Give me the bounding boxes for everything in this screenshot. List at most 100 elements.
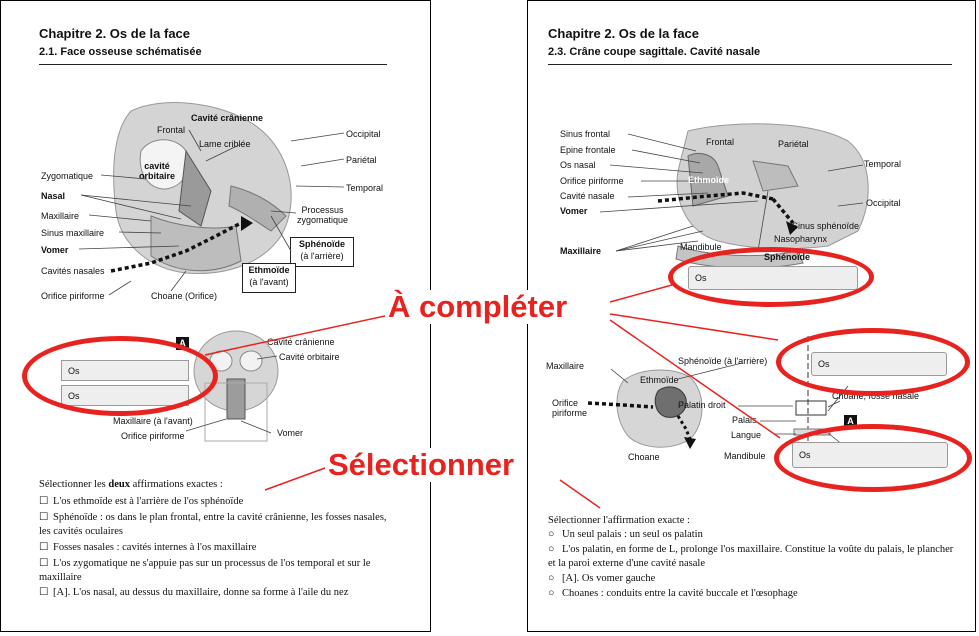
label-d2-r-mandibule: Mandibule [724,451,766,461]
label-r-occipital: Occipital [866,198,901,208]
label-d2-orifice: Orifice piriforme [121,431,185,441]
label-d2-r-sphenoide: Sphénoïde (à l'arrière) [678,356,768,366]
right-page-subtitle: 2.3. Crâne coupe sagittale. Cavité nasal… [548,46,761,58]
highlight-ellipse-right-bottom [774,424,972,492]
left-page-subtitle: 2.1. Face osseuse schématisée [39,46,202,58]
label-d2-maxillaire: Maxillaire (à l'avant) [113,416,193,426]
radio-icon[interactable]: ○ [548,544,555,555]
checkbox-icon[interactable]: ☐ [39,512,49,523]
label-d2-r-choane: Choane [628,452,660,462]
right-option-4[interactable]: ○ Choanes : conduits entre la cavité bucc… [548,587,958,601]
label-sinus-maxillaire: Sinus maxillaire [41,228,105,238]
label-d2-r-ethmoide: Ethmoïde [640,375,679,385]
checkbox-icon[interactable]: ☐ [39,496,49,507]
left-question-suffix: affirmations exactes : [130,479,223,490]
label-parietal: Pariétal [346,155,377,165]
checkbox-icon[interactable]: ☐ [39,587,49,598]
label-lame-criblee: Lame criblée [199,139,251,149]
right-option-4-text: Choanes : conduits entre la cavité bucca… [562,588,798,599]
label-vomer: Vomer [41,245,69,255]
highlight-ellipse-right-top [668,247,874,307]
right-option-3-text: [A]. Os vomer gauche [562,573,656,584]
right-option-2[interactable]: ○L'os palatin, en forme de L, prolonge l… [548,543,962,571]
left-option-1[interactable]: ☐ L'os ethmoïde est à l'arrière de l'os s… [39,495,395,509]
radio-icon[interactable]: ○ [548,573,555,584]
label-d2-cavite-orbitaire: Cavité orbitaire [279,352,340,362]
label-epine-frontale: Epine frontale [560,145,616,155]
left-question-prefix: Sélectionner les [39,479,109,490]
label-processus-zygomatique: Processus zygomatique [297,205,349,225]
label-palatin: Palatin droit [678,400,726,410]
label-d2-r-orifice: Orifice piriforme [552,398,588,418]
label-sinus-sphenoide: Sinus sphénoïde [792,221,860,231]
left-option-3[interactable]: ☐Fosses nasales : cavités internes à l'o… [39,541,395,555]
label-frontal: Frontal [157,125,186,135]
left-title-rule [39,64,387,65]
label-palais: Palais [732,415,757,425]
label-r-temporal: Temporal [864,159,902,169]
left-option-1-text: L'os ethmoïde est à l'arrière de l'os sp… [53,496,244,507]
callout-selectionner: Sélectionner [325,448,518,482]
label-nasal: Nasal [41,191,66,201]
highlight-ellipse-right-middle [776,328,970,396]
label-r-parietal: Pariétal [778,139,809,149]
left-option-4-text: L'os zygomatique ne s'appuie pas sur un … [39,558,371,583]
label-orifice-piriforme: Orifice piriforme [41,291,105,301]
label-sinus-frontal: Sinus frontal [560,129,611,139]
label-r-maxillaire: Maxillaire [560,246,602,256]
right-option-1[interactable]: ○ Un seul palais : un seul os palatin [548,528,958,542]
label-r-vomer: Vomer [560,206,588,216]
right-page-title: Chapitre 2. Os de la face [548,26,700,41]
callout-a-completer: À compléter [385,290,571,324]
palate-illustration [587,336,849,450]
left-question-bold: deux [108,479,130,490]
ethmoide-box-note: (à l'avant) [249,277,289,287]
checkbox-icon[interactable]: ☐ [39,558,49,569]
label-choane: Choane (Orifice) [151,291,218,301]
sphenoide-box-note: (à l'arrière) [300,251,344,261]
label-r-mandibule: Mandibule [680,242,722,252]
label-d2-vomer: Vomer [277,428,304,438]
checkbox-icon[interactable]: ☐ [39,542,49,553]
radio-icon[interactable]: ○ [548,529,555,540]
label-choane-fosse: Choane, fosse nasale [832,391,920,401]
left-option-2-text: Sphénoïde : os dans le plan frontal, ent… [39,512,387,537]
label-cavites-nasales: Cavités nasales [41,266,105,276]
face-skull-illustration [110,102,292,274]
left-question: Sélectionner les deux affirmations exact… [39,478,223,492]
highlight-ellipse-left [22,336,218,416]
label-cavite-nasale: Cavité nasale [560,191,615,201]
sphenoide-box-title: Sphénoïde [298,239,345,249]
label-cavite-cranienne: Cavité crânienne [191,113,264,123]
sphenoide-box: Sphénoïde (à l'arrière) [290,237,354,267]
right-option-1-text: Un seul palais : un seul os palatin [562,529,703,540]
label-r-ethmoide: Ethmoïde [688,175,730,185]
label-nasopharynx: Nasopharynx [774,234,828,244]
left-option-4[interactable]: ☐L'os zygomatique ne s'appuie pas sur un… [39,557,389,585]
face-leader-lines [78,129,345,296]
label-d2-cavite-cranienne: Cavité crânienne [267,337,335,347]
label-langue: Langue [731,430,762,440]
label-r-orifice: Orifice piriforme [560,176,624,186]
ethmoide-box-title: Ethmoïde [248,265,290,275]
right-option-2-text: L'os palatin, en forme de L, prolonge l'… [548,544,954,569]
right-title-rule [548,64,952,65]
label-maxillaire: Maxillaire [41,211,80,221]
left-option-5[interactable]: ☐ [A]. L'os nasal, au dessus du maxillair… [39,586,395,600]
label-os-nasal: Os nasal [560,160,596,170]
label-temporal: Temporal [346,183,384,193]
left-option-2[interactable]: ☐Sphénoïde : os dans le plan frontal, en… [39,511,395,539]
right-question: Sélectionner l'affirmation exacte : [548,515,690,526]
left-page-title: Chapitre 2. Os de la face [39,26,191,41]
label-r-frontal: Frontal [706,137,735,147]
left-option-5-text: [A]. L'os nasal, au dessus du maxillaire… [53,587,349,598]
label-occipital: Occipital [346,129,381,139]
label-zygomatique: Zygomatique [41,171,94,181]
label-d2-r-maxillaire: Maxillaire [546,361,585,371]
radio-icon[interactable]: ○ [548,588,555,599]
ethmoide-box: Ethmoïde (à l'avant) [242,263,296,293]
label-cavite-orbitaire: cavité orbitaire [139,161,176,181]
frontal-skull-illustration [185,330,279,442]
right-option-3[interactable]: ○ [A]. Os vomer gauche [548,572,958,586]
